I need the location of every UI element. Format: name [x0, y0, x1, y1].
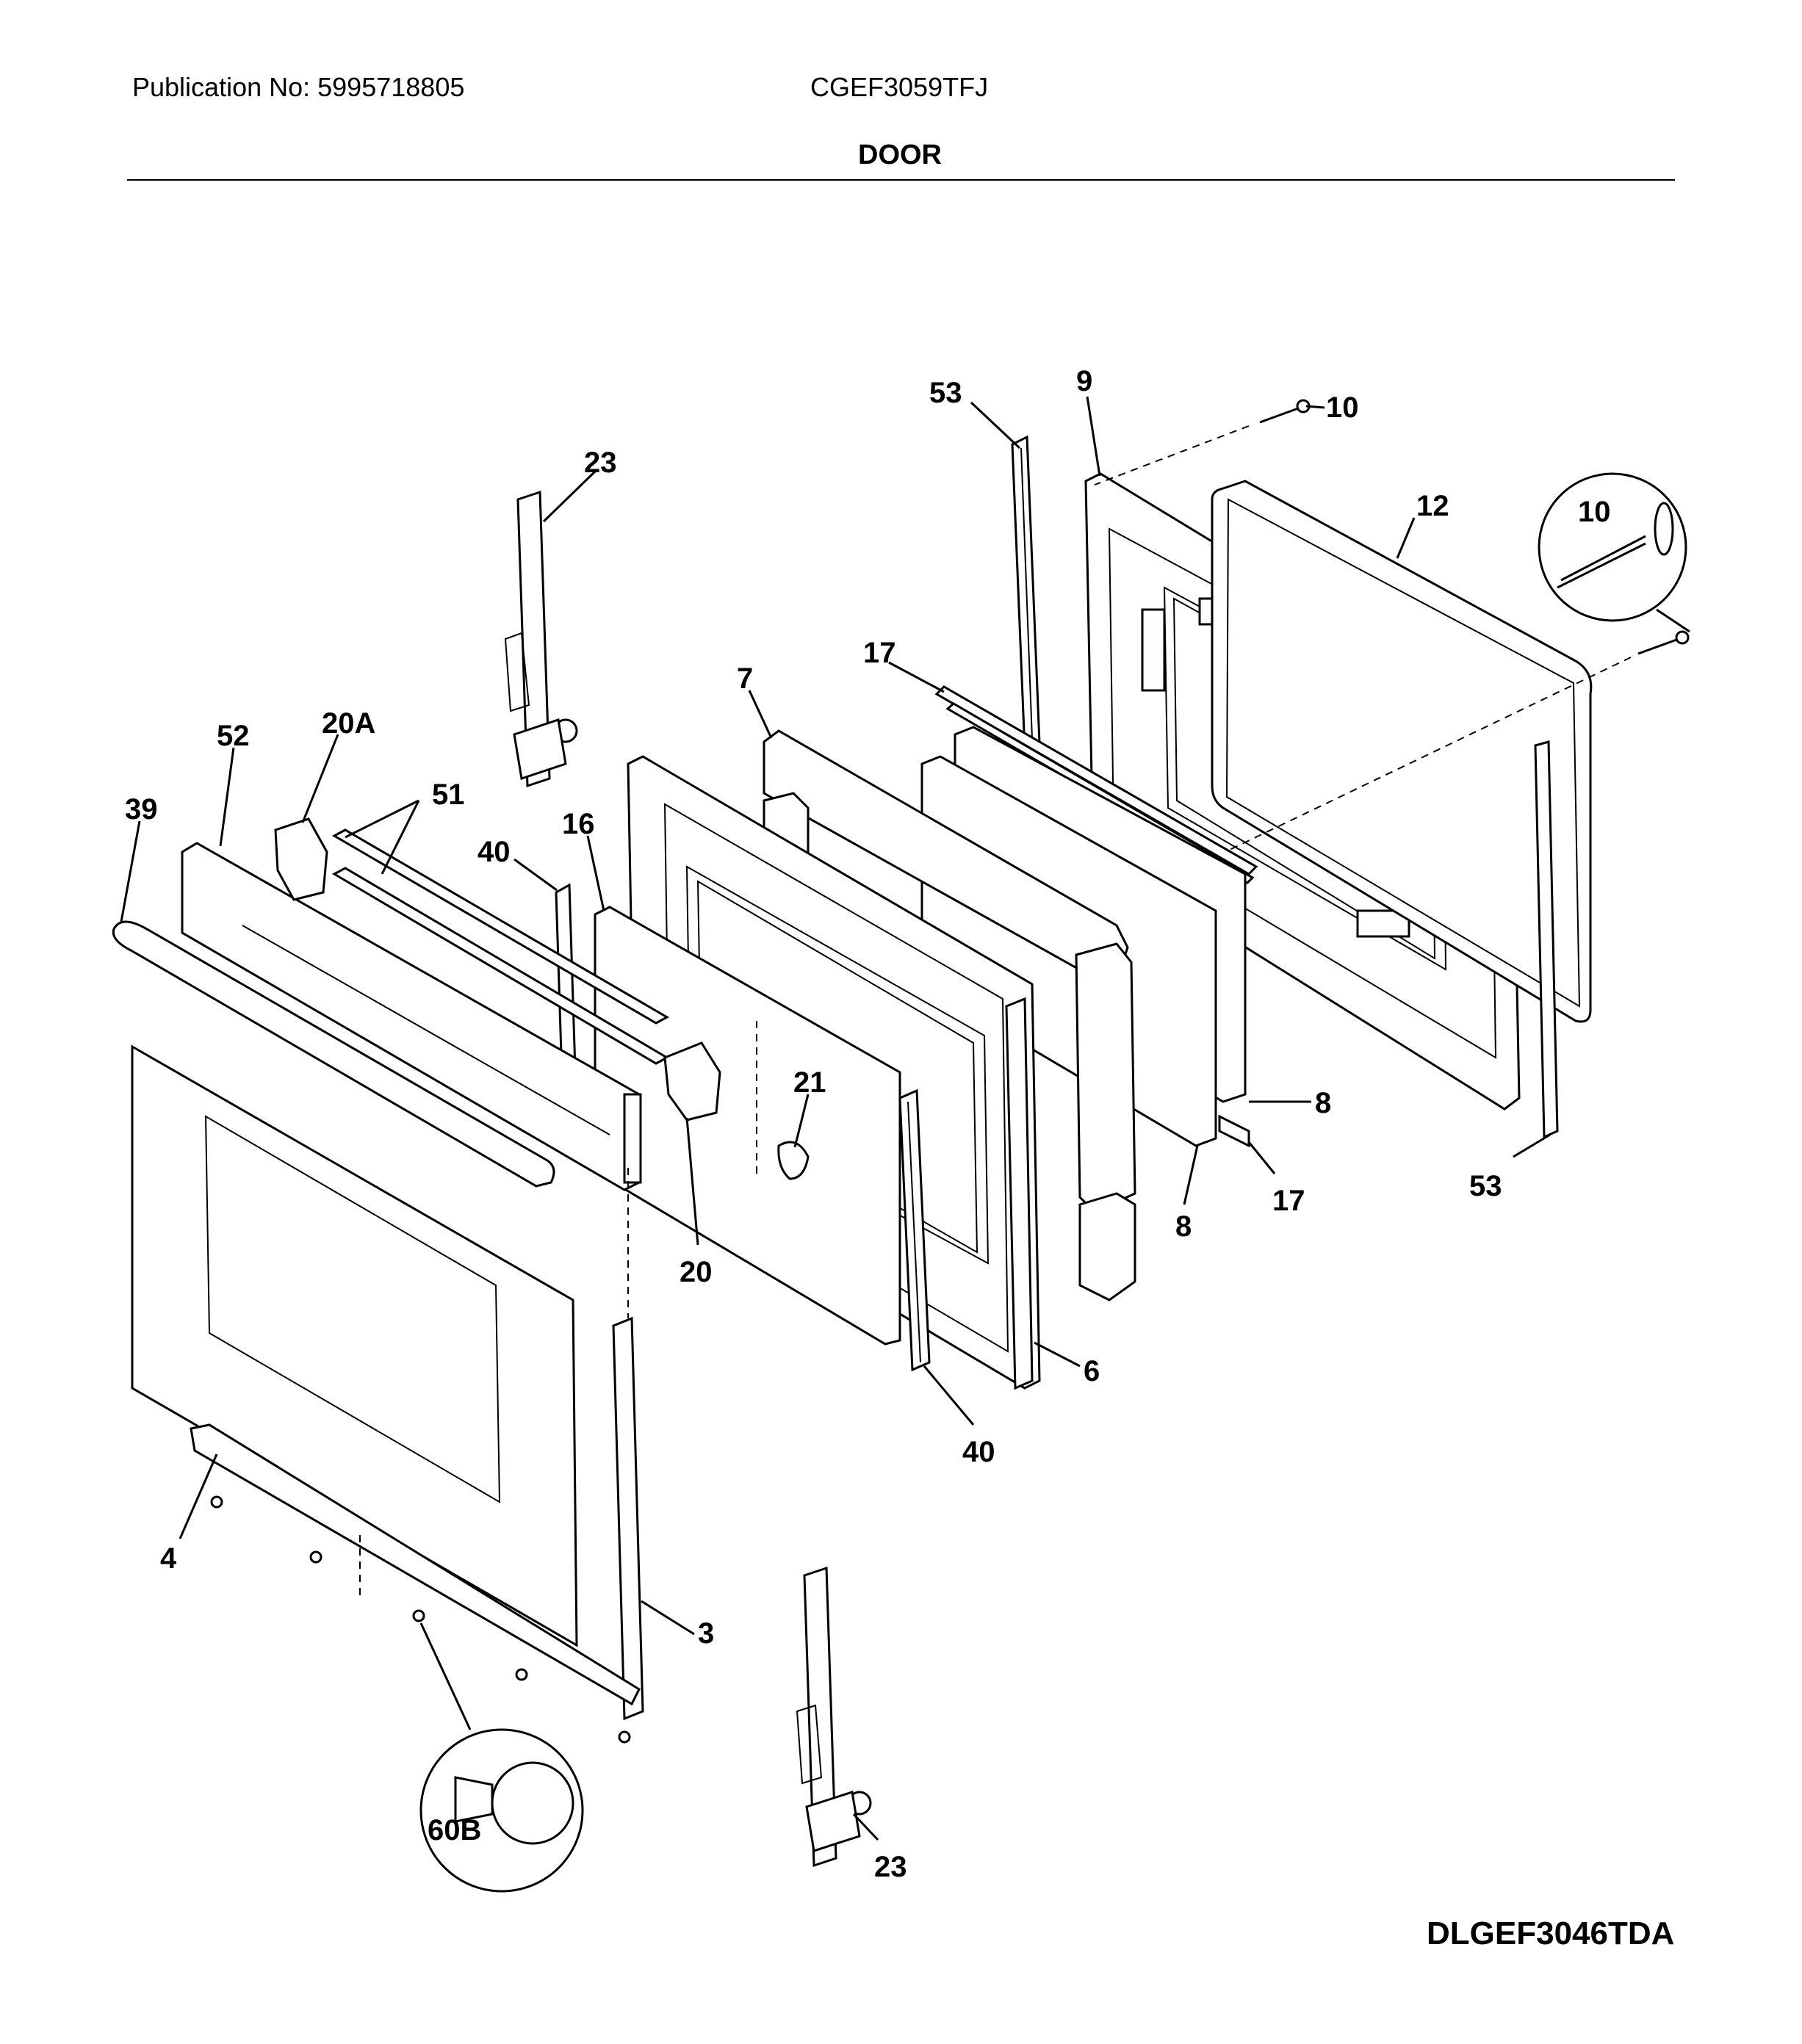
part-40-channel-lower [898, 1088, 931, 1372]
part-23-hinge-upper [504, 490, 578, 788]
part-53-trim-right [1534, 740, 1559, 1139]
diagram-code: DLGEF3046TDA [1427, 1915, 1675, 1951]
callout-7: 7 [737, 662, 753, 695]
callout-39: 39 [125, 793, 158, 826]
detail-circle-screw-60B [419, 1728, 584, 1893]
callout-20A: 20A [322, 707, 375, 740]
detail-circle-screw-10 [1538, 472, 1690, 633]
callout-60B: 60B [428, 1814, 481, 1846]
part-20A-end-cap [274, 817, 328, 901]
callout-6: 6 [1084, 1355, 1100, 1387]
part-23-hinge-lower [796, 1566, 872, 1868]
callout-51: 51 [432, 779, 465, 811]
part-52-top-trim [181, 842, 642, 1191]
callout-40-upper: 40 [477, 836, 511, 868]
callout-20: 20 [680, 1256, 713, 1288]
callout-17-lower: 17 [1272, 1185, 1305, 1217]
publication-number: Publication No: 5995718805 [132, 72, 465, 102]
callout-53-upper: 53 [929, 377, 962, 409]
callout-21: 21 [793, 1066, 826, 1099]
part-60B-screws [210, 1495, 631, 1744]
callout-40-lower: 40 [962, 1436, 995, 1468]
model-number: CGEF3059TFJ [810, 72, 989, 102]
callout-16: 16 [562, 808, 595, 840]
part-51-strips [331, 828, 670, 1065]
part-3-outer-door-panel [131, 1044, 644, 1721]
callout-9: 9 [1076, 365, 1092, 397]
callout-10: 10 [1326, 391, 1359, 424]
part-39-handle [112, 920, 555, 1188]
header-divider [127, 179, 1675, 181]
callout-4: 4 [160, 1542, 177, 1575]
callout-10-detail: 10 [1578, 496, 1611, 528]
callout-23-upper: 23 [584, 447, 617, 479]
callout-8-lower: 8 [1175, 1210, 1192, 1243]
callout-12: 12 [1416, 490, 1449, 522]
callout-53-lower: 53 [1469, 1170, 1502, 1202]
section-title: DOOR [858, 140, 942, 170]
callout-17-upper: 17 [863, 637, 896, 669]
callout-52: 52 [217, 720, 250, 752]
part-10-screws [1086, 399, 1690, 919]
leader-lines [120, 396, 1551, 1841]
callout-8-right: 8 [1315, 1087, 1331, 1119]
callout-23-lower: 23 [874, 1851, 907, 1883]
callout-3: 3 [698, 1617, 714, 1650]
part-20-end-cap [663, 1041, 721, 1122]
